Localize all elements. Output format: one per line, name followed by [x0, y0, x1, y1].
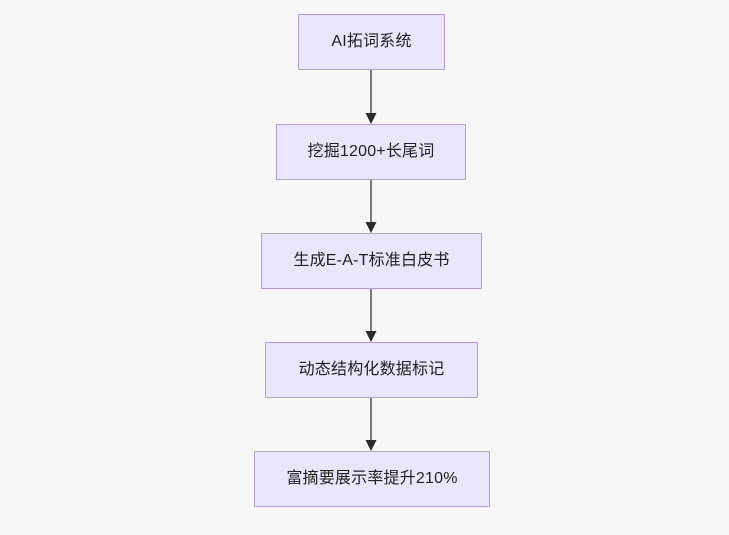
flowchart-node-generate-eat-whitepaper[interactable]: 生成E-A-T标准白皮书 [261, 233, 482, 289]
edge-n2-n3 [365, 180, 377, 233]
edge-n4-n5 [365, 398, 377, 451]
flowchart-node-dynamic-structured-data-markup[interactable]: 动态结构化数据标记 [265, 342, 478, 398]
node-label: 富摘要展示率提升210% [286, 470, 458, 488]
flowchart-node-ai-keyword-system[interactable]: AI拓词系统 [298, 14, 445, 70]
flowchart-node-mine-longtail-keywords[interactable]: 挖掘1200+长尾词 [276, 124, 466, 180]
node-label: 动态结构化数据标记 [298, 361, 445, 379]
edge-n1-n2 [365, 70, 377, 124]
node-label: 生成E-A-T标准白皮书 [293, 252, 450, 270]
edge-n3-n4 [365, 289, 377, 342]
node-label: AI拓词系统 [331, 33, 412, 51]
flowchart-node-rich-snippet-impression-uplift[interactable]: 富摘要展示率提升210% [254, 451, 490, 507]
node-label: 挖掘1200+长尾词 [307, 143, 435, 161]
